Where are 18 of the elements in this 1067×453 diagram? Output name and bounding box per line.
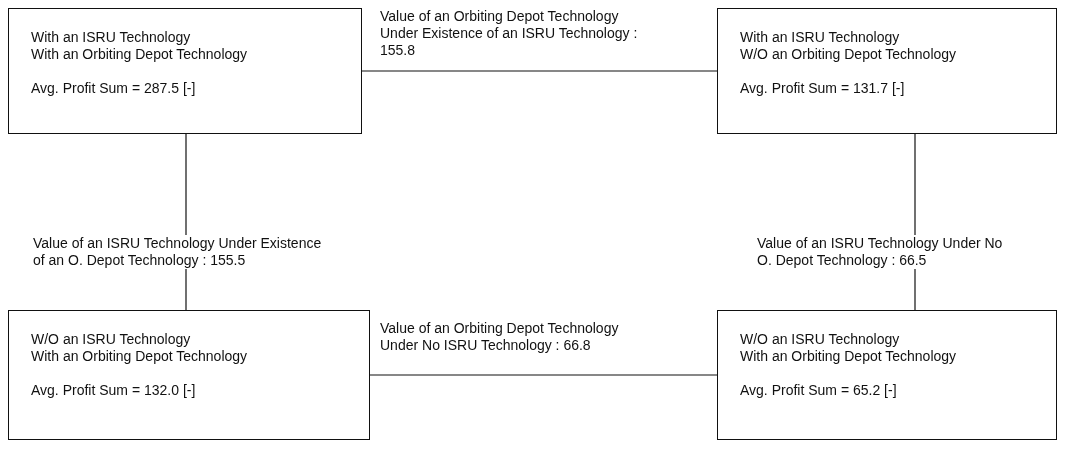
state-text: W/O an ISRU Technology — [31, 331, 192, 348]
connector-line — [361, 70, 718, 72]
state-text: W/O an Orbiting Depot Technology — [740, 46, 958, 63]
connector-line — [369, 374, 718, 376]
state-text: Avg. Profit Sum = 65.2 [-] — [740, 382, 898, 399]
state-text: Avg. Profit Sum = 131.7 [-] — [740, 80, 906, 97]
state-text: With an Orbiting Depot Technology — [31, 46, 249, 63]
state-text: W/O an ISRU Technology — [740, 331, 901, 348]
state-box — [8, 8, 362, 134]
state-text: With an Orbiting Depot Technology — [31, 348, 249, 365]
state-box — [717, 8, 1057, 134]
state-box — [717, 310, 1057, 440]
state-box — [8, 310, 370, 440]
state-text: With an Orbiting Depot Technology — [740, 348, 958, 365]
state-text: With an ISRU Technology — [31, 29, 192, 46]
state-text: With an ISRU Technology — [740, 29, 901, 46]
state-text: Avg. Profit Sum = 287.5 [-] — [31, 80, 197, 97]
state-text: Avg. Profit Sum = 132.0 [-] — [31, 382, 197, 399]
